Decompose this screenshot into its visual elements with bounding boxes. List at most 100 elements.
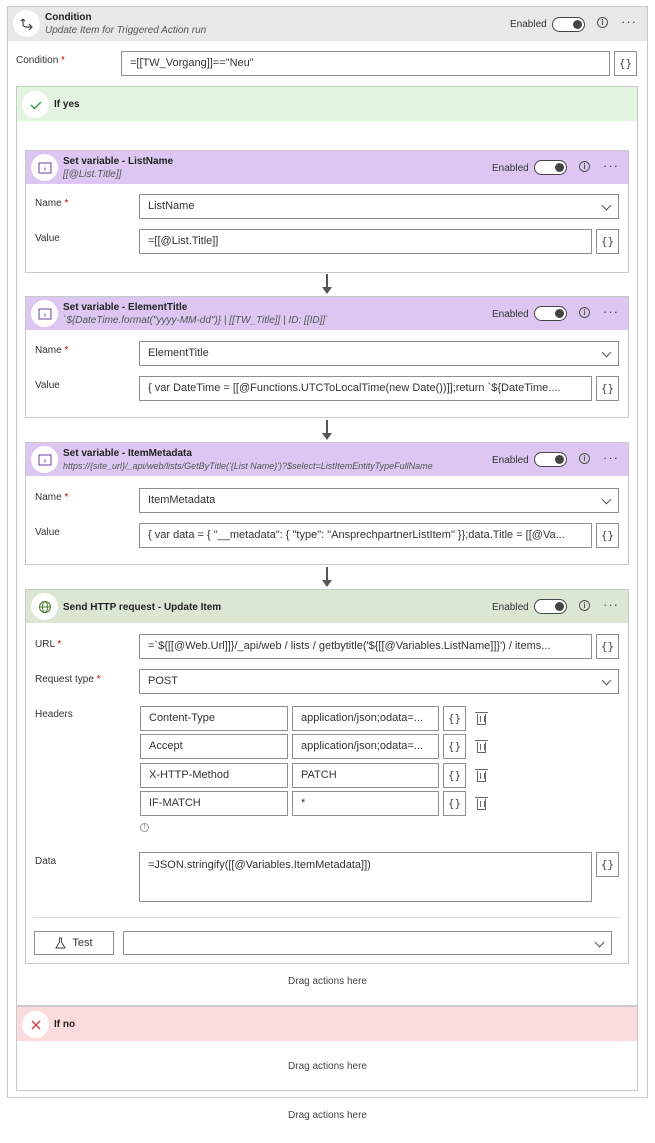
value-input[interactable]: =[[@List.Title]] — [139, 229, 592, 254]
flow-arrow-line — [326, 420, 328, 434]
action-subtitle: `${DateTime.format("yyyy-MM-dd")} | [[TW… — [63, 315, 329, 326]
header-value-input[interactable]: application/json;odata=... — [292, 734, 439, 759]
expression-button[interactable]: {} — [596, 229, 619, 254]
if-no-header[interactable]: If no — [17, 1007, 637, 1041]
expression-button[interactable]: {} — [443, 763, 466, 788]
expression-button[interactable]: {} — [596, 852, 619, 877]
expression-button[interactable]: {} — [443, 706, 466, 731]
chevron-down-icon — [601, 200, 612, 211]
test-select[interactable] — [123, 931, 612, 955]
enabled-label: Enabled — [492, 163, 529, 174]
enabled-label: Enabled — [510, 19, 547, 30]
url-input[interactable]: =`${[[@Web.Url]]}/_api/web / lists / get… — [139, 634, 592, 659]
data-textarea[interactable]: =JSON.stringify([[@Variables.ItemMetadat… — [139, 852, 592, 902]
globe-icon — [31, 593, 58, 620]
expression-button[interactable]: {} — [596, 523, 619, 548]
variable-icon: x — [31, 154, 58, 181]
name-select[interactable]: ItemMetadata — [139, 488, 619, 513]
expression-button[interactable]: {} — [443, 734, 466, 759]
chevron-down-icon — [594, 937, 605, 948]
value-label: Value — [35, 233, 60, 244]
action-subtitle: https://{site_url}/_api/web/lists/GetByT… — [63, 461, 433, 471]
flow-arrow-head-icon — [322, 433, 332, 440]
enabled-label: Enabled — [492, 455, 529, 466]
expression-button[interactable]: {} — [596, 376, 619, 401]
header-key-input[interactable]: Content-Type — [140, 706, 288, 731]
action-title: Set variable - ListName — [63, 156, 174, 167]
info-icon[interactable]: i — [579, 600, 590, 611]
chevron-down-icon — [601, 675, 612, 686]
more-options-icon[interactable]: ··· — [603, 450, 619, 465]
info-icon[interactable]: i — [579, 307, 590, 318]
header-value-input[interactable]: application/json;odata=... — [292, 706, 439, 731]
action-header-listname[interactable]: x Set variable - ListName [[@List.Title]… — [26, 151, 628, 184]
more-options-icon[interactable]: ··· — [603, 304, 619, 319]
if-yes-header[interactable]: If yes — [17, 87, 637, 121]
data-label: Data — [35, 856, 57, 867]
expression-button[interactable]: {} — [443, 791, 466, 816]
flow-arrow-line — [326, 567, 328, 581]
condition-header[interactable]: Condition Update Item for Triggered Acti… — [8, 7, 647, 41]
svg-text:x: x — [43, 458, 46, 464]
enabled-label: Enabled — [492, 602, 529, 613]
value-label: Value — [35, 380, 60, 391]
value-input[interactable]: { var DateTime = [[@Functions.UTCToLocal… — [139, 376, 592, 401]
condition-title: Condition — [45, 12, 92, 23]
checkmark-icon — [22, 91, 49, 118]
name-select[interactable]: ElementTitle — [139, 341, 619, 366]
header-value-input[interactable]: PATCH — [292, 763, 439, 788]
enabled-toggle[interactable] — [534, 306, 567, 321]
header-key-input[interactable]: X-HTTP-Method — [140, 763, 288, 788]
if-yes-label: If yes — [54, 99, 80, 110]
header-key-input[interactable]: IF-MATCH — [140, 791, 288, 816]
more-options-icon[interactable]: ··· — [603, 597, 619, 612]
name-label: Name * — [35, 492, 69, 503]
flask-icon — [55, 937, 67, 949]
add-header-icon[interactable]: ! — [140, 823, 149, 832]
if-no-label: If no — [54, 1019, 76, 1030]
condition-expression-button[interactable]: {} — [614, 51, 637, 76]
name-label: Name * — [35, 198, 69, 209]
url-label: URL * — [35, 639, 62, 650]
delete-icon[interactable] — [475, 797, 488, 810]
action-title: Set variable - ElementTitle — [63, 302, 188, 313]
action-header-elementtitle[interactable]: x Set variable - ElementTitle `${DateTim… — [26, 297, 628, 330]
divider — [33, 917, 621, 918]
if-no-branch — [16, 1006, 638, 1091]
info-icon[interactable]: i — [597, 17, 608, 28]
enabled-toggle[interactable] — [534, 160, 567, 175]
condition-input[interactable]: =[[TW_Vorgang]]=="Neu" — [121, 51, 610, 76]
action-header-http[interactable]: Send HTTP request - Update Item Enabled … — [26, 590, 628, 623]
enabled-toggle[interactable] — [534, 452, 567, 467]
enabled-toggle[interactable] — [534, 599, 567, 614]
delete-icon[interactable] — [475, 712, 488, 725]
test-button[interactable]: Test — [34, 931, 114, 955]
delete-icon[interactable] — [475, 769, 488, 782]
expression-button[interactable]: {} — [596, 634, 619, 659]
more-options-icon[interactable]: ··· — [603, 158, 619, 173]
condition-subtitle: Update Item for Triggered Action run — [45, 25, 207, 36]
flow-arrow-line — [326, 274, 328, 288]
action-title: Send HTTP request - Update Item — [63, 602, 222, 613]
header-key-input[interactable]: Accept — [140, 734, 288, 759]
if-yes-branch — [16, 86, 638, 1006]
drag-actions-no: Drag actions here — [288, 1061, 367, 1072]
name-select[interactable]: ListName — [139, 194, 619, 219]
variable-icon: x — [31, 446, 58, 473]
condition-branch-icon — [13, 10, 40, 37]
svg-text:x: x — [43, 166, 46, 172]
more-options-icon[interactable]: ··· — [621, 14, 637, 29]
action-header-itemmetadata[interactable]: x Set variable - ItemMetadata https://{s… — [26, 443, 628, 476]
delete-icon[interactable] — [475, 740, 488, 753]
header-value-input[interactable]: * — [292, 791, 439, 816]
chevron-down-icon — [601, 494, 612, 505]
request-type-select[interactable]: POST — [139, 669, 619, 694]
enabled-toggle[interactable] — [552, 17, 585, 32]
headers-label: Headers — [35, 709, 73, 720]
value-input[interactable]: { var data = { "__metadata": { "type": "… — [139, 523, 592, 548]
request-type-label: Request type * — [35, 674, 101, 685]
value-label: Value — [35, 527, 60, 538]
info-icon[interactable]: i — [579, 453, 590, 464]
info-icon[interactable]: i — [579, 161, 590, 172]
condition-field-label: Condition * — [16, 55, 65, 66]
